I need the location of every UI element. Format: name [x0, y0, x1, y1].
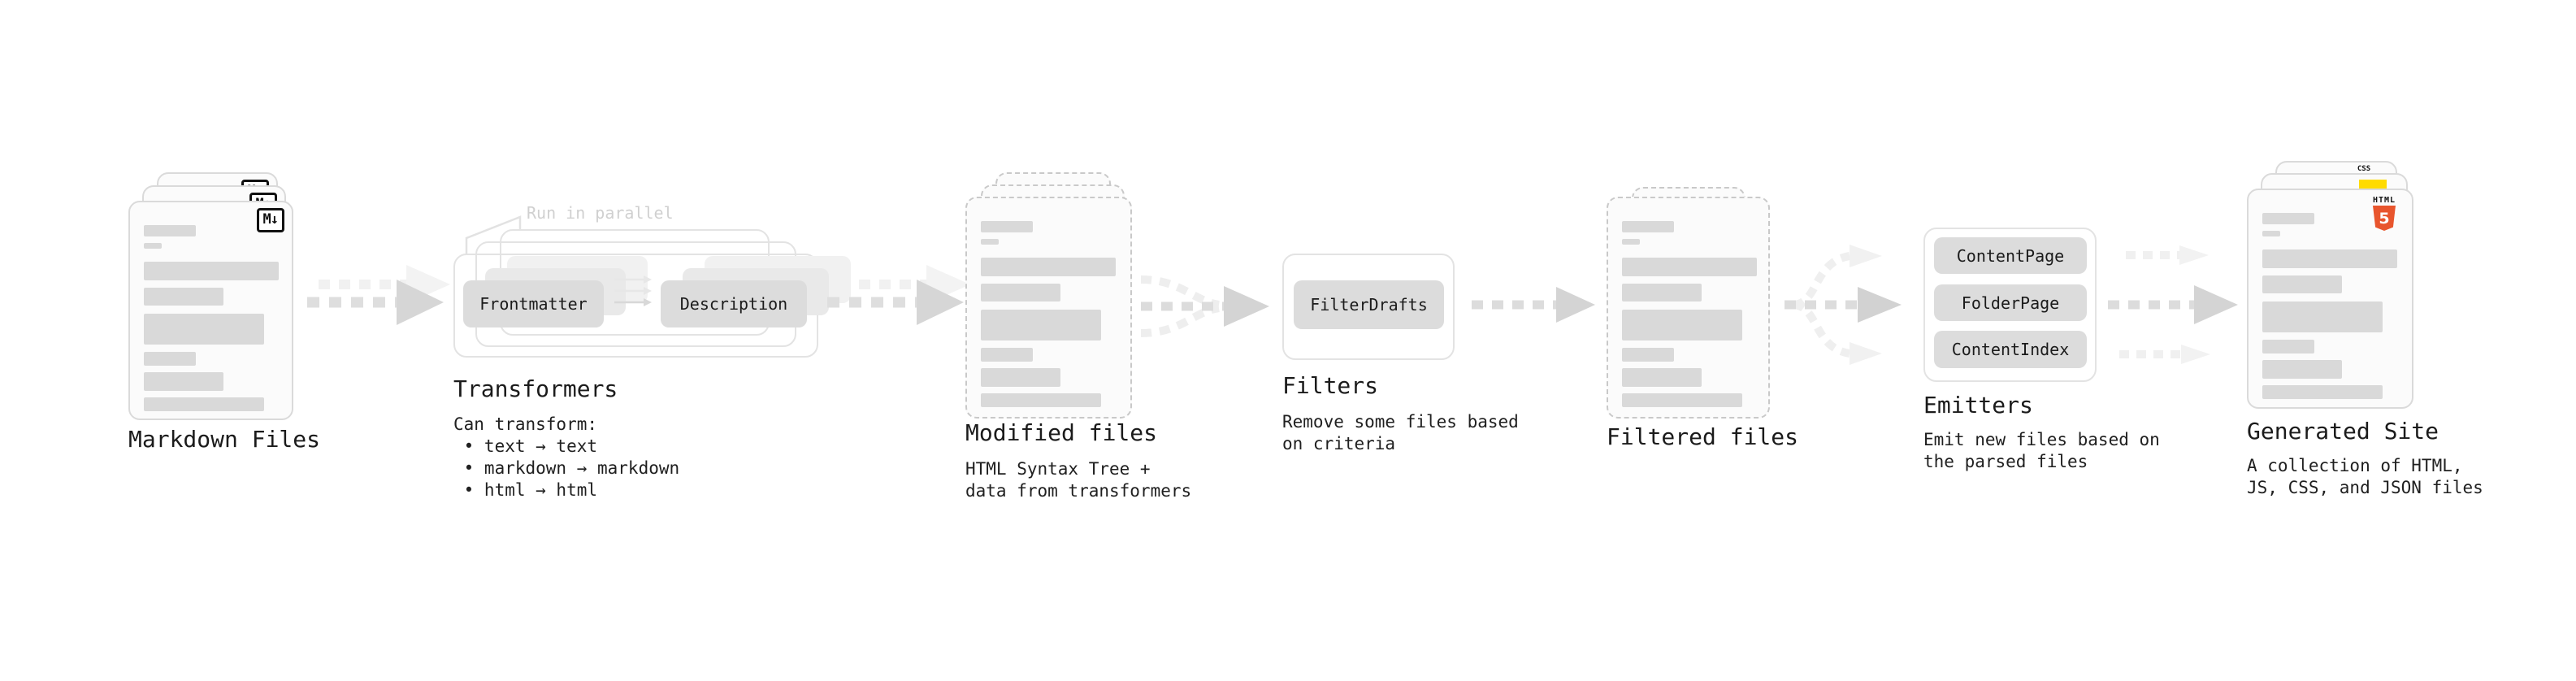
note-line: on criteria — [1282, 434, 1396, 453]
skeleton-line — [144, 352, 196, 366]
stage-title: Filters — [1282, 372, 1379, 399]
js-badge-icon — [2359, 180, 2387, 190]
skeleton-line — [2262, 301, 2383, 332]
pill-contentpage: ContentPage — [1934, 237, 2087, 274]
skeleton-line — [1622, 258, 1757, 276]
file-card-front: HTML 5 — [2247, 189, 2413, 409]
skeleton-line — [981, 239, 999, 245]
skeleton-line — [144, 314, 264, 345]
skeleton-line — [144, 372, 223, 391]
stage-emitters: ContentPage FolderPage ContentIndex Emit… — [1923, 228, 2160, 496]
parallel-arrows-icon — [614, 275, 652, 306]
skeleton-line — [1622, 239, 1640, 245]
skeleton-line — [2262, 231, 2280, 236]
skeleton-line — [1622, 368, 1702, 387]
skeleton-line — [1622, 348, 1674, 362]
skeleton-line — [1622, 284, 1702, 301]
stage-title: Markdown Files — [128, 426, 321, 453]
stage-title: Modified files — [965, 419, 1158, 446]
stage-notes: HTML Syntax Tree + data from transformer… — [965, 458, 1191, 502]
file-card-front — [1607, 197, 1770, 419]
skeleton-line — [144, 262, 279, 280]
skeleton-line — [2262, 275, 2342, 293]
skeleton-line — [144, 397, 264, 411]
skeleton-line — [2262, 360, 2342, 379]
file-card-front — [965, 197, 1132, 419]
skeleton-line — [981, 393, 1101, 407]
skeleton-line — [144, 243, 162, 249]
skeleton-line — [981, 258, 1116, 276]
file-content-skeleton — [967, 198, 1130, 407]
flow-arrow-icon — [1472, 287, 1595, 323]
flow-arrow-diverge-icon — [1785, 245, 1902, 365]
note-line: Can transform: — [453, 414, 598, 434]
stage-markdown-files: M↓ M↓ M↓ Markdown Files — [128, 172, 323, 465]
file-content-skeleton — [130, 202, 292, 411]
pill-folderpage: FolderPage — [1934, 284, 2087, 321]
skeleton-line — [144, 288, 223, 306]
skeleton-line — [1622, 221, 1674, 232]
stage-generated-site: CSS HTML 5 Generated Site — [2247, 161, 2483, 510]
file-content-skeleton — [1608, 198, 1768, 407]
stage-title: Transformers — [453, 375, 618, 402]
html5-badge-icon: HTML 5 — [2365, 196, 2404, 231]
stage-title: Filtered files — [1607, 423, 1799, 450]
stage-modified-files: Modified files HTML Syntax Tree + data f… — [965, 172, 1191, 514]
skeleton-line — [981, 368, 1060, 387]
skeleton-line — [2262, 213, 2314, 224]
skeleton-line — [1622, 310, 1742, 340]
stage-notes: A collection of HTML, JS, CSS, and JSON … — [2247, 455, 2483, 499]
skeleton-line — [981, 221, 1033, 232]
skeleton-line — [2262, 340, 2314, 354]
pill-frontmatter: Frontmatter — [463, 280, 604, 327]
html5-shield: 5 — [2373, 206, 2396, 231]
css-badge-label: CSS — [2357, 165, 2371, 173]
stage-transformers: Run in parallel Frontmatter Description … — [453, 199, 851, 540]
pill-description: Description — [661, 280, 807, 327]
file-content-skeleton — [2249, 190, 2412, 399]
note-line: • markdown → markdown — [453, 458, 680, 478]
note-line: Remove some files based — [1282, 412, 1519, 432]
skeleton-line — [981, 348, 1033, 362]
stage-filters: FilterDrafts Filters Remove some files b… — [1282, 254, 1519, 481]
markdown-badge-icon: M↓ — [256, 208, 284, 232]
note-line: HTML Syntax Tree + — [965, 459, 1151, 479]
annotation-leader-line — [465, 215, 522, 254]
stage-filtered-files: Filtered files — [1607, 187, 1802, 496]
note-line: A collection of HTML, — [2247, 456, 2463, 475]
skeleton-line — [144, 225, 196, 236]
note-line: the parsed files — [1923, 452, 2088, 471]
skeleton-line — [981, 284, 1060, 301]
filters-container — [1282, 254, 1455, 360]
stage-title: Emitters — [1923, 392, 2033, 419]
skeleton-line — [1622, 393, 1742, 407]
stage-notes: Can transform: • text → text • markdown … — [453, 414, 679, 501]
pill-contentindex: ContentIndex — [1934, 331, 2087, 368]
skeleton-line — [2262, 385, 2383, 399]
flow-arrow-converge-icon — [1140, 275, 1269, 337]
annotation-run-in-parallel: Run in parallel — [527, 203, 674, 223]
file-card-front: M↓ — [128, 201, 293, 420]
note-line: data from transformers — [965, 481, 1192, 501]
flow-arrow-icon — [827, 265, 970, 325]
emitters-container — [1923, 228, 2097, 382]
skeleton-line — [981, 310, 1101, 340]
pill-filterdrafts: FilterDrafts — [1294, 280, 1444, 329]
stage-notes: Remove some files based on criteria — [1282, 411, 1519, 455]
note-line: • html → html — [453, 480, 598, 500]
note-line: • text → text — [453, 436, 598, 456]
html5-badge-label: HTML — [2372, 196, 2396, 205]
skeleton-line — [2262, 249, 2397, 268]
flow-arrow-triple-icon — [2108, 245, 2238, 364]
stage-notes: Emit new files based on the parsed files — [1923, 429, 2160, 473]
stage-title: Generated Site — [2247, 418, 2439, 445]
note-line: JS, CSS, and JSON files — [2247, 478, 2483, 497]
flow-arrow-icon — [307, 265, 450, 325]
note-line: Emit new files based on — [1923, 430, 2160, 449]
